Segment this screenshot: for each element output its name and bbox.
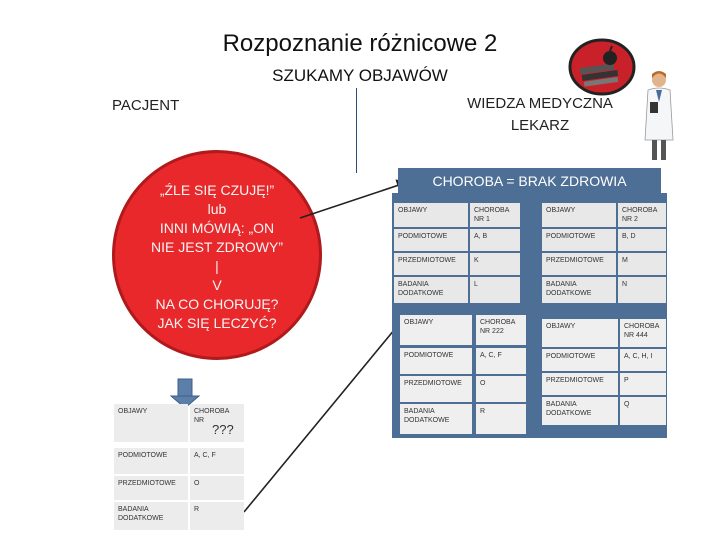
medical-books-logo-icon	[568, 38, 636, 96]
circle-line: JAK SIĘ LECZYĆ?	[157, 315, 277, 331]
table-cell: O	[190, 476, 244, 500]
disease-number-label: CHOROBA NR	[194, 408, 230, 424]
table-cell: PODMIOTOWE	[542, 349, 618, 371]
table-cell: R	[476, 404, 526, 434]
table-cell: Q	[620, 397, 666, 425]
knowledge-label: WIEDZA MEDYCZNA LEKARZ	[430, 93, 650, 137]
knowledge-banner: CHOROBA = BRAK ZDROWIA	[398, 168, 661, 194]
circle-line: V	[212, 277, 222, 293]
table-cell: PRZEDMIOTOWE	[542, 253, 616, 275]
page-title: Rozpoznanie różnicowe 2	[222, 30, 498, 57]
table-header-cell: OBJAWY	[542, 319, 618, 347]
table-cell: B, D	[618, 229, 666, 251]
knowledge-panel: OBJAWY CHOROBA NR 1 PODMIOTOWE A, B PRZE…	[392, 193, 667, 438]
circle-line: INNI MÓWIĄ: „ON	[159, 220, 275, 236]
table-cell: A, C, F	[190, 448, 244, 474]
table-cell: BADANIA DODATKOWE	[542, 397, 618, 425]
table-cell: PRZEDMIOTOWE	[400, 376, 472, 402]
circle-line: |	[215, 258, 219, 274]
table-cell: M	[618, 253, 666, 275]
table-cell: BADANIA DODATKOWE	[542, 277, 616, 303]
table-cell: PRZEDMIOTOWE	[542, 373, 618, 395]
table-header-cell: CHOROBA NR 2	[618, 203, 666, 227]
table-cell: PODMIOTOWE	[400, 348, 472, 374]
table-cell: PODMIOTOWE	[114, 448, 188, 474]
knowledge-label-line: LEKARZ	[510, 117, 570, 134]
table-cell: BADANIA DODATKOWE	[394, 277, 468, 303]
table-header-cell: OBJAWY	[114, 404, 188, 442]
table-cell: N	[618, 277, 666, 303]
table-cell: PODMIOTOWE	[394, 229, 468, 251]
table-cell: BADANIA DODATKOWE	[400, 404, 472, 434]
table-cell: L	[470, 277, 520, 303]
table-header-cell: CHOROBA NR 1	[470, 203, 520, 227]
table-header-cell: OBJAWY	[542, 203, 616, 227]
table-cell: O	[476, 376, 526, 402]
unknown-disease-marker: ???	[212, 422, 234, 437]
table-header-cell: CHOROBA NR 444	[620, 319, 666, 347]
circle-line: lub	[207, 201, 227, 217]
patient-label: PACJENT	[112, 97, 180, 114]
table-header-cell: CHOROBA NR 222	[476, 315, 526, 345]
table-cell: A, B	[470, 229, 520, 251]
table-cell: BADANIA DODATKOWE	[114, 502, 188, 530]
table-header-cell: OBJAWY	[394, 203, 468, 227]
table-cell: PRZEDMIOTOWE	[114, 476, 188, 500]
doctor-icon	[644, 71, 674, 160]
table-cell: PODMIOTOWE	[542, 229, 616, 251]
circle-line: NA CO CHORUJĘ?	[155, 296, 279, 312]
circle-line: „ŹLE SIĘ CZUJĘ!”	[159, 182, 275, 198]
divider-line	[356, 88, 357, 173]
table-cell: A, C, F	[476, 348, 526, 374]
arrow-from-table	[243, 316, 406, 513]
table-header-cell: CHOROBA NR	[190, 404, 244, 442]
table-cell: A, C, H, I	[620, 349, 666, 371]
table-cell: K	[470, 253, 520, 275]
page-subtitle: SZUKAMY OBJAWÓW	[272, 66, 448, 85]
table-cell: R	[190, 502, 244, 530]
table-header-cell: OBJAWY	[400, 315, 472, 345]
patient-circle-text: „ŹLE SIĘ CZUJĘ!” lub INNI MÓWIĄ: „ON NIE…	[112, 181, 322, 333]
table-cell: PRZEDMIOTOWE	[394, 253, 468, 275]
patient-table: OBJAWY CHOROBA NR ??? PODMIOTOWE A, C, F…	[114, 404, 244, 530]
table-cell: P	[620, 373, 666, 395]
circle-line: NIE JEST ZDROWY”	[151, 239, 283, 255]
knowledge-label-line: WIEDZA MEDYCZNA	[467, 95, 613, 112]
